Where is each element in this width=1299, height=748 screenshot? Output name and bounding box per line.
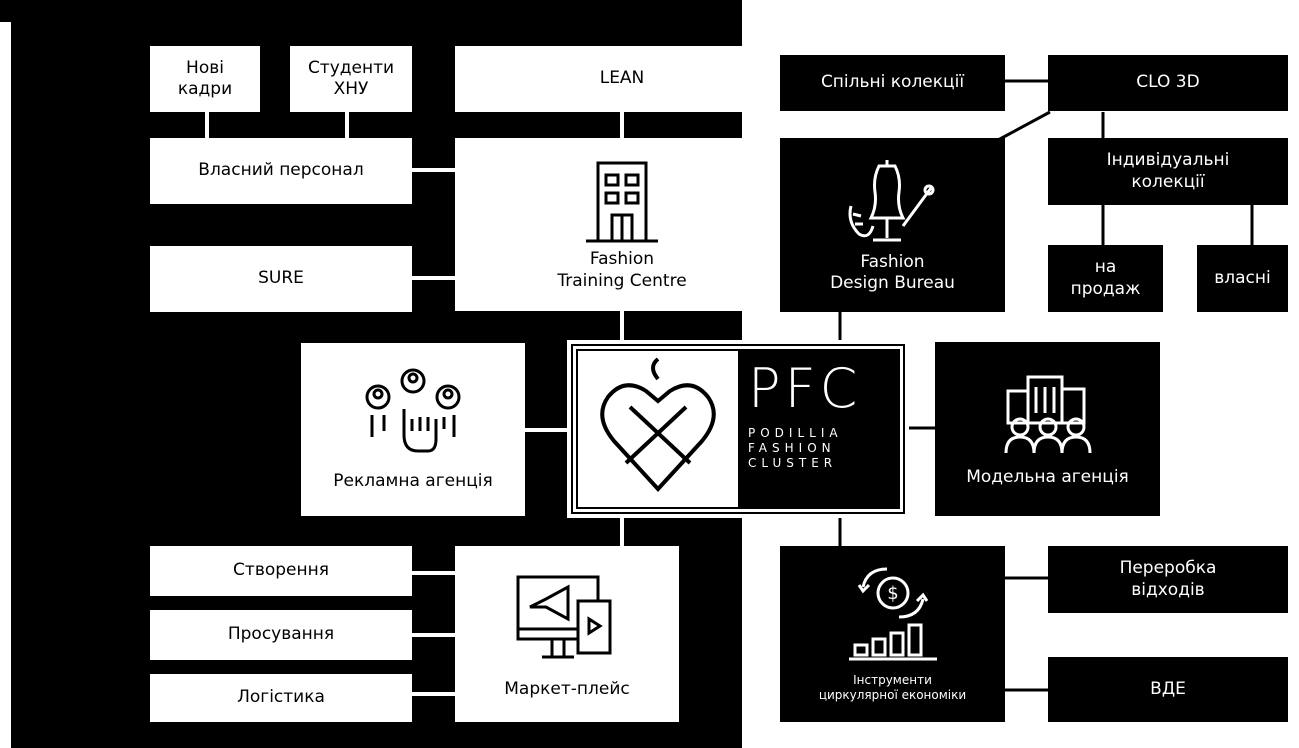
- novi-kadry-box: Нові кадри: [150, 46, 260, 112]
- vde-box: ВДЕ: [1048, 657, 1288, 722]
- vlasnyi-personal-box: Власний персонал: [150, 138, 412, 204]
- lohistyka-box: Логістика: [150, 674, 412, 722]
- pfc-line-2: FASHION: [748, 441, 836, 455]
- people-hand-icon: [365, 368, 461, 453]
- heart-needle-icon: [600, 357, 716, 492]
- studenty-box: Студенти ХНУ: [290, 46, 412, 112]
- design-bureau-label: Fashion Design Bureau: [830, 251, 955, 293]
- market-box: Маркет-плейс: [455, 546, 679, 722]
- design-bureau-box: Fashion Design Bureau: [780, 138, 1005, 312]
- instrumenty-label: Інструменти циркулярної економіки: [818, 673, 967, 702]
- pfc-line-3: CLUSTER: [748, 456, 838, 470]
- computer-megaphone-icon: [516, 575, 612, 659]
- market-label: Маркет-плейс: [504, 679, 630, 700]
- lean-box: LEAN: [455, 46, 789, 112]
- spilni-box: Спільні колекції: [780, 55, 1005, 111]
- pfc-text-block: PFC PODILLIA FASHION CLUSTER: [748, 360, 861, 471]
- corner-mark: [0, 0, 12, 22]
- training-centre-label: Fashion Training Centre: [557, 249, 687, 291]
- pfc-title: PFC: [748, 357, 862, 420]
- training-centre-box: Fashion Training Centre: [455, 138, 789, 311]
- circular-economy-icon: $: [848, 567, 937, 661]
- sure-box: SURE: [150, 246, 412, 312]
- instrumenty-box: $ Інструменти циркулярної економіки: [780, 546, 1005, 722]
- clo3d-box: CLO 3D: [1048, 55, 1288, 111]
- pfc-logo-panel: [578, 351, 738, 507]
- reklamna-label: Рекламна агенція: [333, 470, 493, 491]
- mannequin-icon: [848, 159, 934, 242]
- vlasni-box: власні: [1197, 245, 1288, 312]
- city-people-icon: [1004, 375, 1091, 454]
- modelna-box: Модельна агенція: [935, 342, 1160, 516]
- pfc-line-1: PODILLIA: [748, 426, 843, 440]
- na-prodazh-box: на продаж: [1048, 245, 1163, 312]
- modelna-label: Модельна агенція: [966, 467, 1129, 488]
- building-icon: [586, 161, 658, 243]
- prosuvannia-box: Просування: [150, 610, 412, 660]
- svg-text:$: $: [887, 583, 898, 604]
- stvorennia-box: Створення: [150, 546, 412, 596]
- pererobka-box: Переробка відходів: [1048, 546, 1288, 613]
- indyvidualni-box: Індивідуальні колекції: [1048, 138, 1288, 205]
- reklamna-box: Рекламна агенція: [301, 343, 525, 516]
